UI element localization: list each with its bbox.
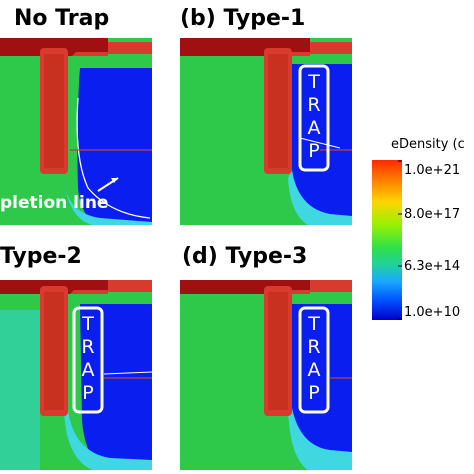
panel-d-title: (d) Type-3 xyxy=(182,244,308,269)
trap-letter-t: T xyxy=(307,71,320,93)
panel-a-title: No Trap xyxy=(14,6,110,31)
trap-letter-a: A xyxy=(308,117,321,139)
trap-letter-a: A xyxy=(308,359,321,381)
legend-title: eDensity (c xyxy=(391,137,465,152)
depletion-line-label: pletion line xyxy=(0,193,109,213)
panel-d-simulation: T R A P xyxy=(180,280,352,470)
colorbar xyxy=(372,160,402,320)
panel-c-simulation: T R A P xyxy=(0,280,152,470)
colorbar-tick-label: 1.0e+10 xyxy=(404,305,461,320)
trap-box-d xyxy=(298,306,330,414)
panel-b-title: (b) Type-1 xyxy=(180,6,306,31)
trap-letter-t: T xyxy=(81,313,94,335)
trap-letter-t: T xyxy=(307,313,320,335)
trap-letter-r: R xyxy=(81,336,94,358)
trap-letter-p: P xyxy=(308,140,319,162)
trap-letter-r: R xyxy=(307,94,320,116)
trap-letter-r: R xyxy=(307,336,320,358)
colorbar-tick-label: 8.0e+17 xyxy=(404,207,461,222)
trap-letter-p: P xyxy=(308,382,319,404)
panel-c-title: Type-2 xyxy=(0,244,82,269)
panel-b-simulation: T R A P xyxy=(180,38,352,225)
colorbar-tick-label: 1.0e+21 xyxy=(404,163,461,178)
trap-box-b xyxy=(298,64,330,172)
panel-a-simulation xyxy=(0,38,152,225)
trap-letter-p: P xyxy=(82,382,93,404)
colorbar-tick-label: 6.3e+14 xyxy=(404,259,461,274)
trap-box-c xyxy=(72,306,104,414)
trap-letter-a: A xyxy=(82,359,95,381)
